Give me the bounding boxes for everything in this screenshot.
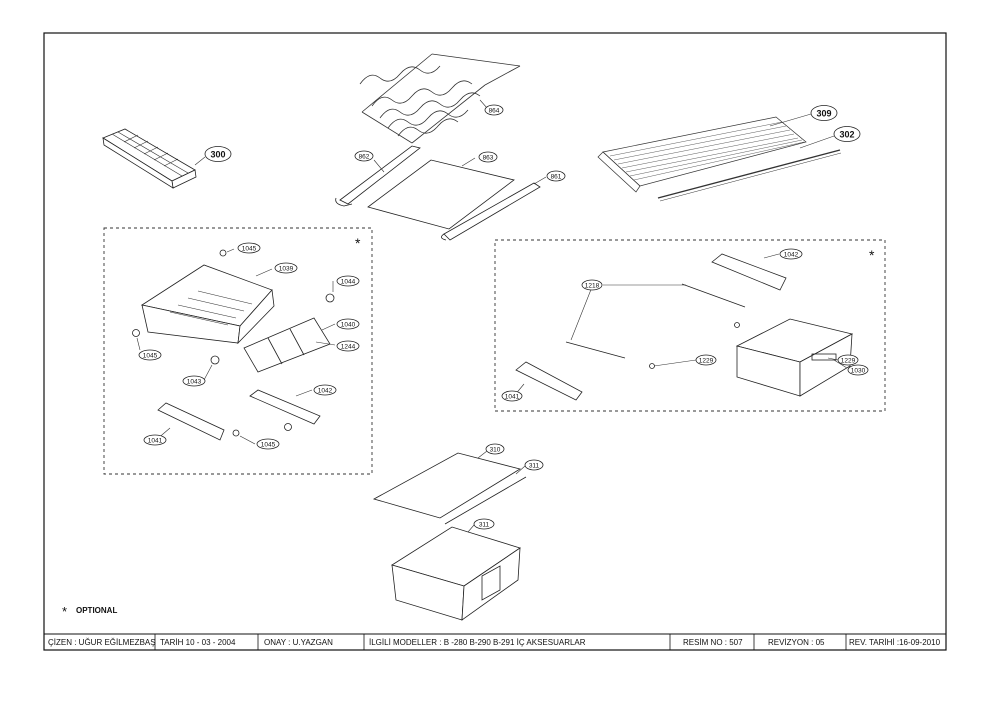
part-balloon-309: 309 <box>810 105 838 121</box>
part-number: 1030 <box>851 368 866 375</box>
wine-rack <box>359 53 521 144</box>
part-balloon-1041-left: 1041 <box>143 434 167 446</box>
revision-date: REV. TARİHİ :16-09-2010 <box>849 638 941 647</box>
small-fittings-right <box>649 322 740 369</box>
approved-by: ONAY : U.YAZGAN <box>264 638 333 647</box>
part-number: 1229 <box>699 358 714 365</box>
part-number: 861 <box>551 174 562 181</box>
crisper-assembly <box>372 452 527 621</box>
optional-box-left <box>103 227 373 475</box>
ice-tray <box>102 128 197 189</box>
glass-shelf-assembly <box>335 145 541 241</box>
part-balloon-1042-right: 1042 <box>779 248 803 260</box>
part-balloon-311-top: 311 <box>524 459 544 471</box>
part-number: 310 <box>490 447 501 454</box>
part-balloon-1042-left: 1042 <box>313 384 337 396</box>
part-number: 863 <box>483 155 494 162</box>
chiller-cover <box>243 317 331 373</box>
optional-legend-text: OPTIONAL <box>76 606 117 615</box>
part-number: 1041 <box>148 438 163 445</box>
optional-star-right: * <box>869 247 875 263</box>
part-number: 300 <box>210 150 225 160</box>
wire-shelf <box>597 116 842 202</box>
part-number: 311 <box>529 463 540 470</box>
part-balloon-1044: 1044 <box>336 275 360 287</box>
part-number: 1040 <box>341 322 356 329</box>
small-fittings-left <box>132 249 335 437</box>
part-balloon-1041-right: 1041 <box>501 390 523 402</box>
part-number: 1044 <box>341 279 356 286</box>
part-balloon-1039: 1039 <box>274 262 298 274</box>
part-balloon-1229-right: 1229 <box>837 354 859 366</box>
part-number: 1039 <box>279 266 294 273</box>
part-number: 1043 <box>187 379 202 386</box>
part-balloon-1244: 1244 <box>336 340 360 352</box>
part-number: 1041 <box>505 394 520 401</box>
revision-number: REVİZYON : 05 <box>768 638 825 647</box>
part-balloon-863: 863 <box>478 151 498 163</box>
part-balloon-1040: 1040 <box>336 318 360 330</box>
part-balloon-300: 300 <box>204 146 232 162</box>
part-number: 311 <box>479 522 490 529</box>
title-block: ÇİZEN : UĞUR EĞİLMEZBAŞ TARİH 10 - 03 - … <box>48 634 941 650</box>
part-number: 1244 <box>341 344 356 351</box>
chiller-tray <box>140 264 275 345</box>
part-balloon-1218: 1218 <box>581 279 603 291</box>
part-balloon-1045-top: 1045 <box>237 242 261 254</box>
drawing-date: TARİH 10 - 03 - 2004 <box>160 638 236 647</box>
part-number: 862 <box>359 154 370 161</box>
part-number: 302 <box>839 130 854 140</box>
part-balloon-1229-mid: 1229 <box>695 354 717 366</box>
part-balloon-1045-bottom: 1045 <box>256 438 280 450</box>
part-balloon-864: 864 <box>484 104 504 116</box>
chiller-drawer-right <box>735 318 854 397</box>
part-balloon-1030: 1030 <box>847 364 869 376</box>
part-balloon-302: 302 <box>833 126 861 142</box>
drawing-number: RESİM NO : 507 <box>683 638 743 647</box>
optional-star-left: * <box>355 235 361 251</box>
part-balloon-861: 861 <box>546 170 566 182</box>
part-number: 1042 <box>318 388 333 395</box>
part-number: 1045 <box>261 442 276 449</box>
part-balloon-1045-left: 1045 <box>138 349 162 361</box>
optional-box-right <box>494 239 886 412</box>
leader-lines <box>136 99 848 533</box>
drawing-frame <box>43 32 947 651</box>
part-number: 1045 <box>143 353 158 360</box>
part-number: 1229 <box>841 358 856 365</box>
part-balloon-1043: 1043 <box>182 375 206 387</box>
related-models: İLGİLİ MODELLER : B -280 B-290 B-291 İÇ … <box>369 638 586 647</box>
part-balloon-862: 862 <box>354 150 374 162</box>
part-number: 309 <box>816 109 831 119</box>
drawer-rails-right <box>515 253 787 401</box>
part-balloon-310: 310 <box>485 443 505 455</box>
part-number: 1045 <box>242 246 257 253</box>
optional-legend-star: * <box>62 604 67 619</box>
part-number: 864 <box>489 108 500 115</box>
drawn-by: ÇİZEN : UĞUR EĞİLMEZBAŞ <box>48 638 156 647</box>
part-number: 1042 <box>784 252 799 259</box>
chiller-rails <box>157 389 321 441</box>
part-number: 1218 <box>585 283 600 290</box>
part-balloon-311-bottom: 311 <box>473 518 495 530</box>
